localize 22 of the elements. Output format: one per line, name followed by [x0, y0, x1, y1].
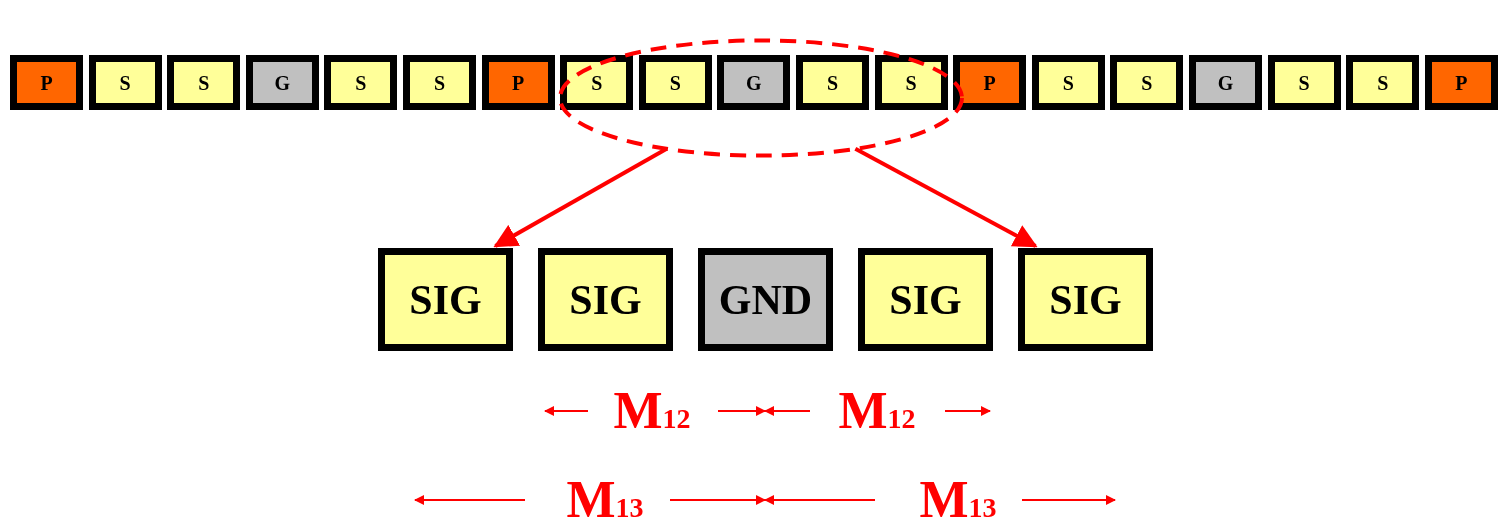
arrow	[854, 147, 1038, 248]
pin-box: G	[1189, 55, 1262, 110]
pin-box: S	[1110, 55, 1184, 110]
contact-box: SIG	[1018, 248, 1153, 351]
pin-box: P	[481, 55, 555, 110]
pin-box: P	[1424, 55, 1498, 110]
contact-box: SIG	[858, 248, 993, 351]
pin-box: S	[167, 55, 241, 110]
contact-box: SIG	[378, 248, 513, 351]
contact-box: GND	[698, 248, 833, 351]
pin-box: S	[1346, 55, 1420, 110]
dashed-ellipse	[558, 38, 964, 158]
pin-box: S	[1031, 55, 1105, 110]
contact-box: SIG	[538, 248, 673, 351]
pin-box: S	[88, 55, 162, 110]
pin-box: G	[245, 55, 319, 110]
pin-box: S	[324, 55, 398, 110]
pin-box: S	[1267, 55, 1341, 110]
pin-box: P	[953, 55, 1027, 110]
pin-box: S	[403, 55, 476, 110]
arrow	[493, 147, 668, 248]
pin-box: P	[10, 55, 83, 110]
